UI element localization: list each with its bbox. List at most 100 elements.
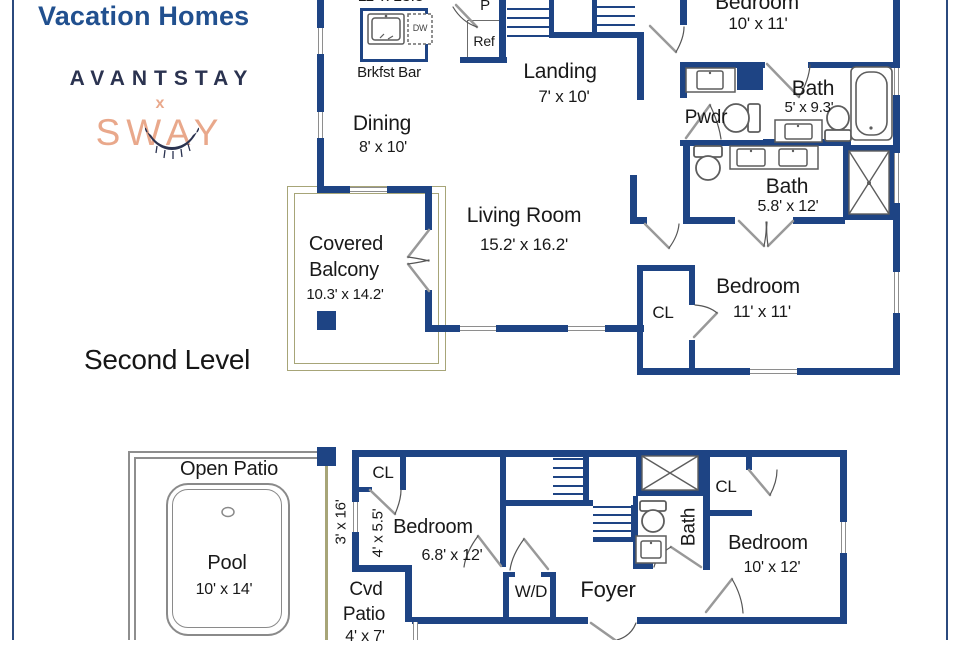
landing-label: Landing (523, 60, 597, 83)
wall-segment (357, 487, 372, 492)
wall-segment (630, 175, 637, 222)
bath-small-label: Bath (791, 77, 835, 100)
patio-border-line (134, 457, 322, 459)
pantry-label: P (480, 0, 490, 14)
living-room-dim-label: 15.2' x 16.2' (479, 235, 569, 254)
balcony-label-2: Balcony (309, 259, 379, 281)
wall-segment (710, 510, 752, 516)
window-marker (318, 28, 323, 54)
bedroom-right-label: Bedroom (716, 275, 800, 298)
wall-segment (689, 265, 695, 305)
window-marker (460, 326, 496, 331)
hammock-icon (145, 127, 199, 159)
wall-segment (553, 493, 583, 495)
pwdr-label: Pwdr (684, 107, 728, 128)
side-yard-line (325, 466, 328, 640)
window-marker (750, 369, 797, 374)
bedroom-top-dim-label: 10' x 11' (728, 14, 788, 33)
wall-segment (597, 24, 635, 26)
closet-dim-label: 4' x 5.5' (369, 508, 387, 558)
wall-segment (352, 565, 412, 572)
wall-segment (893, 203, 900, 272)
wall-segment (746, 450, 752, 470)
wall-segment (503, 575, 509, 622)
wall-segment (507, 17, 549, 19)
open-patio-label: Open Patio (179, 458, 279, 480)
wall-segment (541, 572, 556, 577)
pool-outline (166, 483, 290, 636)
page-title: Vacation Homes (38, 1, 250, 31)
wall-segment (460, 57, 507, 63)
wall-segment (637, 617, 847, 624)
bedroom-right-dim-label: 11' x 11' (733, 302, 791, 321)
wall-segment (680, 62, 765, 68)
wall-segment (317, 0, 324, 28)
shower-enclosure (843, 145, 895, 220)
wall-segment (683, 145, 690, 222)
wall-segment (352, 532, 359, 572)
brkfst-bar-label: Brkfst Bar (357, 64, 421, 81)
wall-segment (500, 450, 506, 567)
sink-icon (685, 67, 736, 93)
toilet-icon (693, 145, 723, 181)
page-border-right (946, 0, 948, 640)
window-marker (894, 68, 899, 95)
wall-segment (893, 95, 900, 153)
balcony-dim-label: 10.3' x 14.2' (306, 286, 384, 303)
balcony-column (317, 311, 336, 330)
bath-main-dim-label: 5.8' x 12' (757, 198, 819, 215)
dishwasher-label: DW (412, 23, 428, 33)
wall-segment (549, 32, 641, 38)
shower-enclosure (636, 450, 704, 496)
wall-segment (405, 565, 412, 622)
bedroom-right-dim-label: 10' x 12' (743, 559, 801, 576)
wall-segment (840, 553, 847, 624)
window-marker (350, 187, 387, 192)
patio-column (317, 447, 336, 466)
foyer-label: Foyer (580, 577, 636, 602)
patio-border-line (128, 451, 322, 453)
wall-segment (893, 0, 900, 68)
wall-segment (840, 450, 847, 522)
wall-segment (507, 26, 549, 28)
patio-border-line (128, 451, 130, 640)
pool-dim-label: 10' x 14' (195, 581, 253, 598)
bath-main-label: Bath (765, 175, 809, 198)
wall-segment (808, 62, 900, 68)
balcony-border-outer (287, 186, 446, 371)
wall-segment (630, 217, 647, 224)
sink-icon (635, 535, 667, 564)
wall-segment (317, 186, 350, 193)
wall-segment (553, 476, 583, 478)
wall-segment (425, 290, 432, 332)
wall-segment (680, 140, 763, 146)
wall-segment (593, 530, 635, 532)
double-vanity-icon (729, 145, 819, 170)
bath-label: Bath (678, 507, 700, 547)
wall-segment (637, 265, 643, 375)
wall-segment (597, 15, 635, 17)
cvd-patio-label-1: Cvd (349, 579, 383, 600)
wall-segment (553, 467, 583, 469)
breakfast-bar-island (360, 8, 428, 62)
wall-segment (597, 6, 635, 8)
ref-label: Ref (473, 33, 495, 49)
wall-segment (412, 617, 588, 624)
wall-segment (689, 340, 695, 374)
bedroom-left-label: Bedroom (393, 516, 473, 538)
wall-segment (797, 368, 900, 375)
dining-label: Dining (352, 112, 412, 135)
wall-segment (637, 32, 644, 100)
wall-segment (549, 0, 554, 37)
cvd-patio-label-2: Patio (342, 604, 386, 625)
wall-segment (550, 575, 556, 622)
wall-segment (317, 138, 324, 188)
wall-segment (553, 485, 583, 487)
patio-door (413, 622, 418, 640)
wall-segment (593, 514, 635, 516)
wall-segment (593, 522, 635, 524)
wall-segment (496, 325, 568, 332)
wall-segment (352, 450, 359, 502)
wall-segment (317, 54, 324, 112)
